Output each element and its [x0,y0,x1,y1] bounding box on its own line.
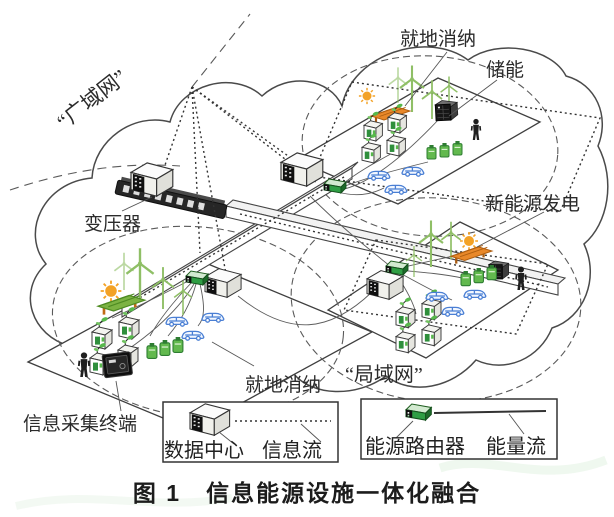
lan-boundary-top [301,55,559,237]
sun-icon [358,87,376,105]
legend-energy-flow-label: 能量流 [486,435,546,458]
ev-car-icon [441,306,465,317]
legend-leader [218,423,322,445]
label-leader-lines [115,51,545,412]
wan-dashed-ray [191,13,251,88]
label-info-terminal: 信息采集终端 [23,413,137,435]
ev-car-icon [384,184,408,195]
label-transformer: 变压器 [84,213,141,235]
label-lan: “局域网” [345,363,423,386]
ev-car-icon [181,330,205,341]
info-terminal-icon [101,351,134,379]
energy-router-icon [405,403,432,421]
label-renewable-generation: 新能源发电 [485,193,580,215]
energy-flow-sample [433,410,547,414]
energy-router-icon [385,260,409,276]
label-energy-storage: 储能 [486,59,524,81]
label-local-consumption-bottom: 就地消纳 [245,374,321,396]
legend-leader [395,413,525,439]
ev-car-icon [165,316,189,327]
figure-caption: 图 1 信息能源设施一体化融合 [133,480,481,506]
ev-car-icon [463,289,487,300]
label-local-consumption-top: 就地消纳 [400,28,476,50]
watermark [15,455,608,510]
ev-car-icon [201,312,225,323]
legend-energy-box: 能源路由器 能量流 [360,398,558,460]
information-flow-lines [135,81,601,335]
energy-router-icon [323,178,347,194]
label-wan: “广域网” [52,65,131,134]
energy-bus-secondary [121,161,359,318]
ev-car-icon [425,291,449,302]
sun-icon [99,279,123,303]
legend-energy-router-label: 能源路由器 [365,435,465,458]
platform-top-right [294,77,542,205]
legend-data-center-label: 数据中心 [164,439,244,462]
lan-boundary-bottom [290,197,582,403]
ev-car-icon [401,166,425,177]
wan-dashed-arc [9,164,181,191]
legend-information-flow-label: 信息流 [262,439,322,462]
legend-info-box: 数据中心 信息流 [162,401,339,463]
ev-car-icon [367,170,391,181]
sun-icon [459,231,479,251]
energy-router-icon [185,270,209,286]
storage-unit-icon [434,99,459,122]
